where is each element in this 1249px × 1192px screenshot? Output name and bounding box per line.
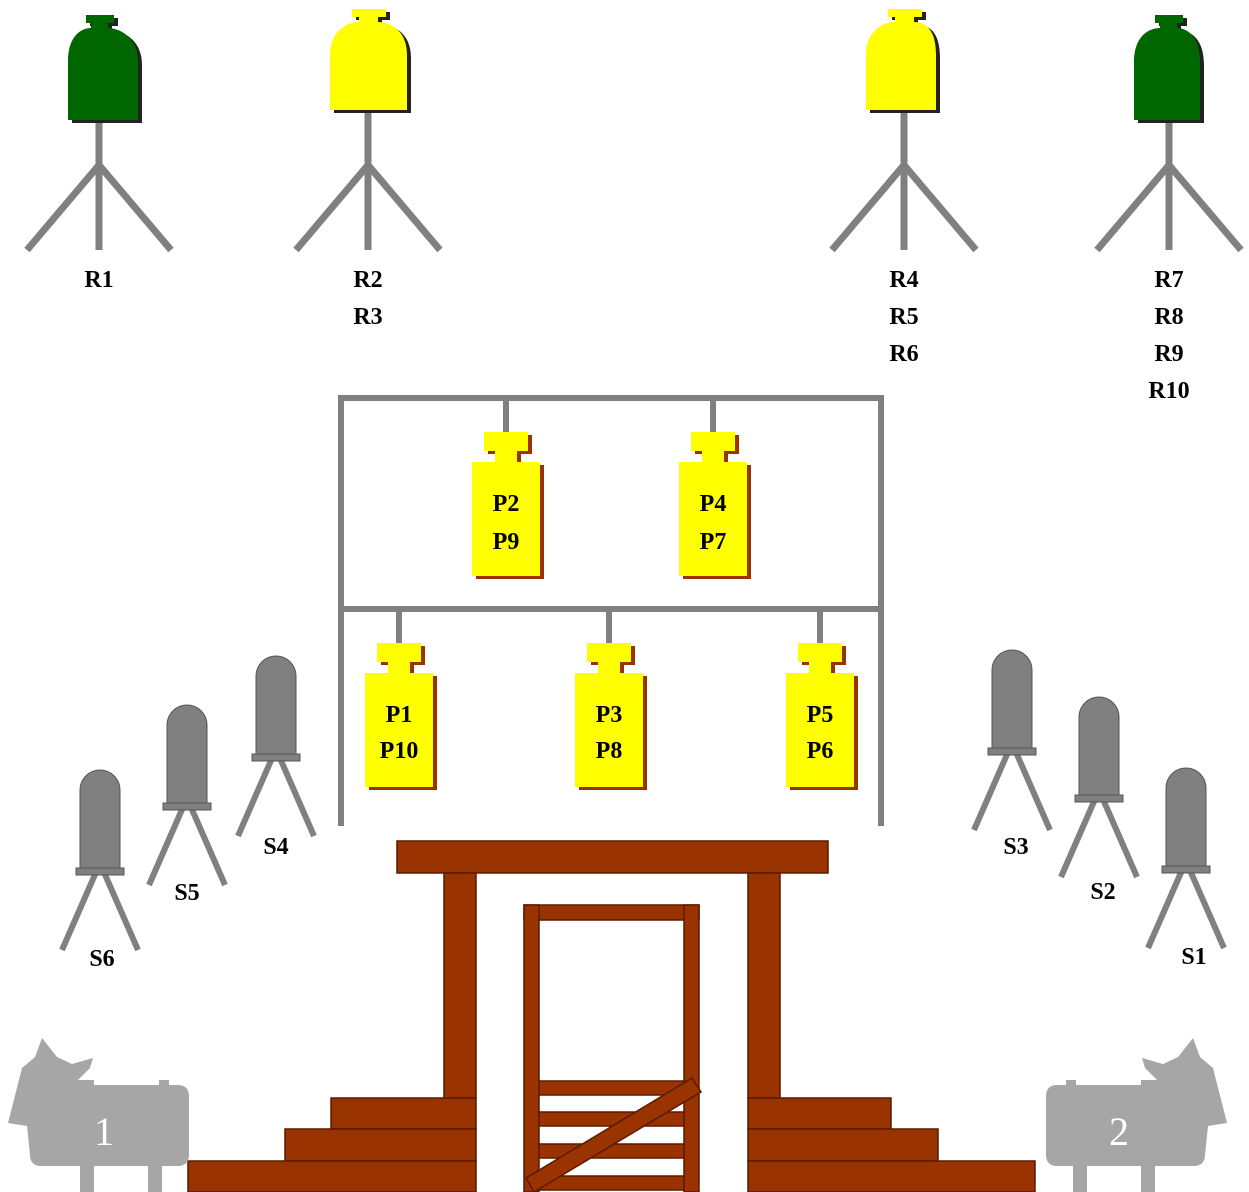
- weight-base: [1074, 794, 1124, 803]
- tripod-stand: [829, 110, 979, 253]
- tripod-stand: [293, 110, 443, 253]
- wooden-platform: [187, 840, 1036, 1192]
- left-post: [443, 872, 477, 1099]
- gray-weight: [166, 704, 208, 806]
- weight-base: [75, 867, 125, 876]
- bipod-stand: [1145, 866, 1227, 950]
- weight-label: R7: [1154, 267, 1183, 293]
- pen-number: 2: [1109, 1109, 1129, 1154]
- step-left-2: [284, 1128, 477, 1162]
- pen-number: 1: [94, 1109, 114, 1154]
- right-post: [747, 872, 781, 1099]
- weight-base: [1161, 865, 1211, 874]
- step-left-3: [187, 1160, 477, 1192]
- tripod-stand: [24, 120, 174, 253]
- yellow-weight: [330, 9, 407, 110]
- step-right-1: [747, 1097, 892, 1130]
- weight-label: S3: [1003, 834, 1028, 860]
- weight-base: [987, 747, 1037, 756]
- weight-label: R3: [353, 304, 382, 330]
- weight-label: P7: [700, 529, 727, 555]
- weight-label: S2: [1090, 879, 1115, 905]
- hanging-weight-p2-p9: P2 P9: [472, 432, 544, 579]
- yellow-weight: [786, 643, 854, 787]
- standing-weight-s5: S5: [146, 704, 228, 906]
- standing-weight-s6: S6: [59, 769, 141, 972]
- weight-label: R8: [1154, 304, 1183, 330]
- weight-label: P8: [596, 738, 623, 764]
- pen-2-animal: [1046, 1038, 1227, 1192]
- weight-label: S6: [89, 946, 114, 972]
- gate-right-post: [683, 904, 700, 1192]
- gray-weight: [991, 649, 1033, 751]
- step-right-3: [747, 1160, 1036, 1192]
- weight-base: [162, 802, 212, 811]
- gate-rail-4: [538, 1175, 685, 1191]
- gray-weight: [1165, 767, 1207, 869]
- gate-left-post: [523, 904, 540, 1192]
- bipod-stand: [971, 748, 1053, 832]
- standing-weight-s3: S3: [971, 649, 1053, 860]
- weight-label: P4: [700, 491, 727, 517]
- step-left-1: [330, 1097, 477, 1130]
- yellow-weight: [679, 432, 747, 576]
- green-weight: [1134, 15, 1200, 120]
- gate-rail-1: [538, 1080, 685, 1096]
- weight-label: P2: [493, 491, 520, 517]
- gray-weight: [1078, 696, 1120, 798]
- weight-label: R10: [1148, 378, 1189, 404]
- top-beam: [396, 840, 829, 874]
- hanging-weight-p4-p7: P4 P7: [679, 432, 751, 579]
- weight-label: P10: [380, 738, 419, 764]
- yellow-weight: [866, 9, 936, 110]
- weight-label: P5: [807, 702, 834, 728]
- bipod-stand: [146, 803, 228, 887]
- standing-weight-s2: S2: [1058, 696, 1140, 905]
- weight-label: R5: [889, 304, 918, 330]
- weight-label: R6: [889, 341, 918, 367]
- weight-label: P1: [386, 702, 413, 728]
- hanging-weight-p1-p10: P1 P10: [365, 643, 437, 790]
- pen-1-animal: [8, 1038, 189, 1192]
- pen-2: 2: [1046, 1038, 1227, 1192]
- standing-weight-s1: S1: [1145, 767, 1227, 970]
- gray-weight: [255, 655, 297, 757]
- yellow-weight: [472, 432, 540, 576]
- bipod-stand: [59, 868, 141, 952]
- weight-label: S5: [174, 880, 199, 906]
- standing-weight-s4: S4: [235, 655, 317, 860]
- top-weight-r7-r10: R7 R8 R9 R10: [1094, 15, 1244, 404]
- yellow-weight: [365, 643, 433, 787]
- step-right-2: [747, 1128, 939, 1162]
- weight-base: [251, 753, 301, 762]
- hanging-weight-p3-p8: P3 P8: [575, 643, 647, 790]
- weight-label: S4: [263, 834, 288, 860]
- bipod-stand: [1058, 795, 1140, 879]
- weight-label: R2: [353, 267, 382, 293]
- green-weight: [68, 15, 138, 120]
- hanging-weight-p5-p6: P5 P6: [786, 643, 858, 790]
- tripod-stand: [1094, 120, 1244, 253]
- top-weight-r1: R1: [24, 15, 174, 293]
- top-weight-r2-r3: R2 R3: [293, 9, 443, 330]
- gate-top: [523, 904, 700, 921]
- weight-label: R1: [84, 267, 113, 293]
- pen-1: 1: [8, 1038, 189, 1192]
- gate-diagonal: [524, 1076, 703, 1192]
- weight-label: P3: [596, 702, 623, 728]
- hanging-frame: [338, 395, 884, 826]
- weight-label: R4: [889, 267, 918, 293]
- yellow-weight: [575, 643, 643, 787]
- weight-label: P6: [807, 738, 834, 764]
- gray-weight: [79, 769, 121, 871]
- weight-label: S1: [1181, 944, 1206, 970]
- bipod-stand: [235, 754, 317, 838]
- top-weight-r4-r6: R4 R5 R6: [829, 9, 979, 367]
- weight-label: P9: [493, 529, 520, 555]
- weight-label: R9: [1154, 341, 1183, 367]
